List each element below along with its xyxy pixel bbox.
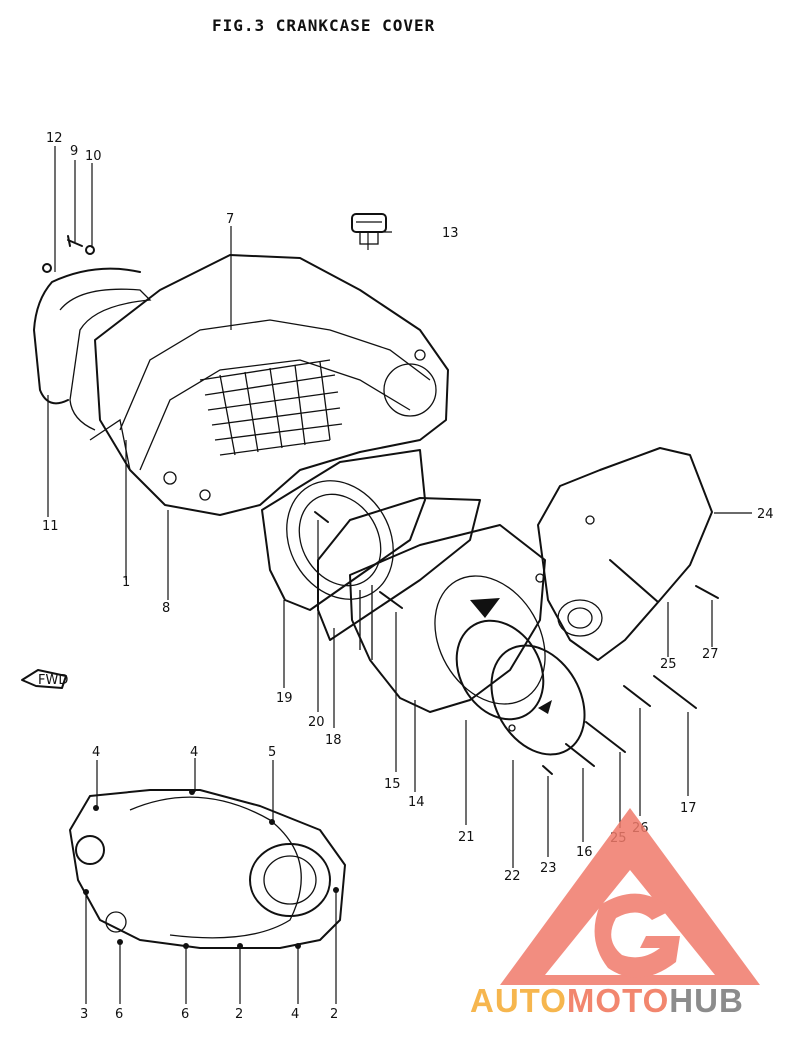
callout-18: 18 (325, 733, 342, 748)
screws-set (314, 511, 719, 775)
callout-6-mid: 6 (181, 1007, 189, 1022)
clutch-cover-lower (69, 789, 346, 949)
figure-title: FIG.3 CRANKCASE COVER (212, 16, 436, 35)
callout-19: 19 (276, 691, 293, 706)
callout-5: 5 (268, 745, 276, 760)
callout-20: 20 (308, 715, 325, 730)
callout-15: 15 (384, 777, 401, 792)
fwd-arrow-icon: FWD (21, 669, 68, 689)
callout-3: 3 (80, 1007, 88, 1022)
callout-7: 7 (226, 212, 234, 227)
cover-plate-22 (490, 644, 586, 756)
gasket-18 (317, 497, 481, 641)
oil-filler-cap-13 (351, 213, 387, 245)
gasket-11 (33, 267, 141, 405)
callout-2-mid: 2 (235, 1007, 243, 1022)
fwd-label: FWD (38, 673, 68, 688)
callout-2-right: 2 (330, 1007, 338, 1022)
watermark-moto: MOTO (566, 982, 670, 1019)
callout-12: 12 (46, 131, 63, 146)
sprocket-cover-24 (535, 447, 713, 661)
callout-17: 17 (680, 801, 697, 816)
callout-25-upper: 25 (660, 657, 677, 672)
crankcase-cover-main (59, 254, 449, 516)
bolts-12-9-10 (42, 235, 95, 273)
callout-24: 24 (757, 507, 774, 522)
callout-4-right: 4 (291, 1007, 299, 1022)
callout-23: 23 (540, 861, 557, 876)
callout-1: 1 (122, 575, 130, 590)
magneto-cover-14 (349, 524, 546, 713)
inner-cover-19 (261, 449, 426, 611)
callout-13: 13 (442, 226, 459, 241)
watermark-auto: AUTO (470, 982, 567, 1019)
automotohub-watermark: AUTOMOTOHUB (470, 982, 744, 1020)
callout-21: 21 (458, 830, 475, 845)
callout-27: 27 (702, 647, 719, 662)
callout-9: 9 (70, 144, 78, 159)
callout-16: 16 (576, 845, 593, 860)
callout-10: 10 (85, 149, 102, 164)
callout-22: 22 (504, 869, 521, 884)
callout-11: 11 (42, 519, 59, 534)
watermark-hub: HUB (669, 982, 744, 1019)
callout-4-mid: 4 (190, 745, 198, 760)
seal-21 (455, 619, 545, 721)
callout-4-left: 4 (92, 745, 100, 760)
automotohub-logo-icon (500, 808, 760, 985)
callout-6-left: 6 (115, 1007, 123, 1022)
leader-lines (47, 146, 752, 1004)
callout-8: 8 (162, 601, 170, 616)
callout-14: 14 (408, 795, 425, 810)
